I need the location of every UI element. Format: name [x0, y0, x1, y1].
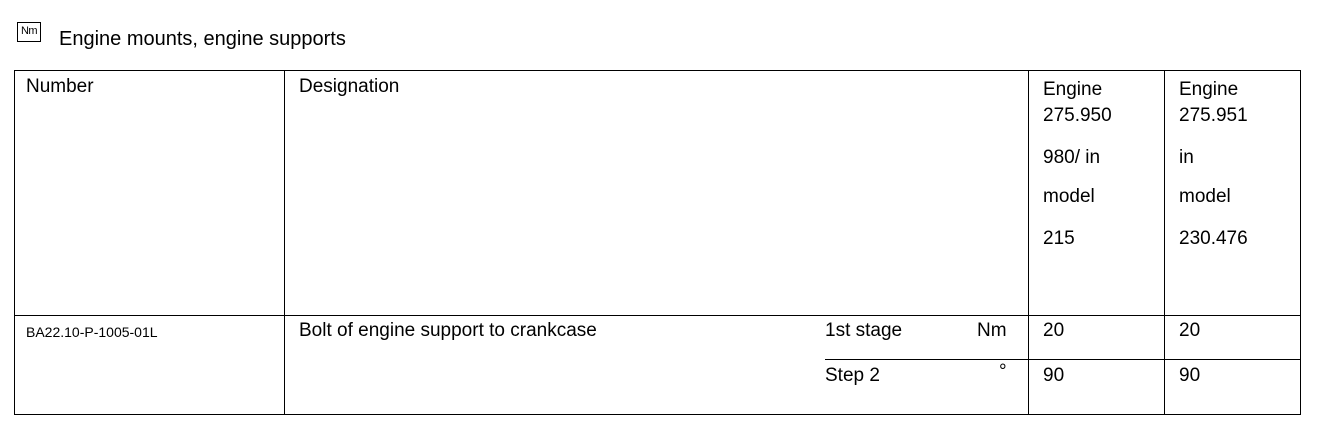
engine-1-line: Engine	[1043, 79, 1103, 100]
engine-1-value: 20	[1043, 320, 1065, 341]
engine-1-value: 90	[1043, 365, 1065, 386]
header-divider	[15, 315, 1300, 316]
engine-2-value: 20	[1179, 320, 1201, 341]
engine-2-line: 230.476	[1179, 228, 1248, 249]
engine-1-line: 980/ in	[1043, 147, 1101, 168]
engine-1-line: model	[1043, 186, 1095, 207]
engine-2-value: 90	[1179, 365, 1201, 386]
torque-nm-icon: Nm	[17, 22, 41, 42]
engine-2-line: 275.951	[1179, 105, 1248, 126]
step-unit: °	[999, 361, 1007, 382]
column-divider	[1028, 71, 1029, 414]
column-divider	[284, 71, 285, 414]
row-number: BA22.10-P-1005-01L	[26, 324, 158, 340]
engine-2-line: in	[1179, 147, 1194, 168]
column-divider	[1164, 71, 1165, 414]
row-designation: Bolt of engine support to crankcase	[299, 320, 597, 341]
engine-2-line: model	[1179, 186, 1231, 207]
engine-2-line: Engine	[1179, 79, 1239, 100]
step-label: Step 2	[825, 365, 880, 386]
torque-table: Number Designation Engine 275.950 980/ i…	[14, 70, 1301, 415]
page-title: Engine mounts, engine supports	[59, 28, 346, 50]
step-divider	[825, 359, 1300, 360]
step-label: 1st stage	[825, 320, 903, 341]
engine-1-line: 215	[1043, 228, 1075, 249]
column-header-number: Number	[26, 76, 94, 97]
engine-1-line: 275.950	[1043, 105, 1112, 126]
column-header-designation: Designation	[299, 76, 400, 97]
step-unit: Nm	[977, 320, 1007, 341]
